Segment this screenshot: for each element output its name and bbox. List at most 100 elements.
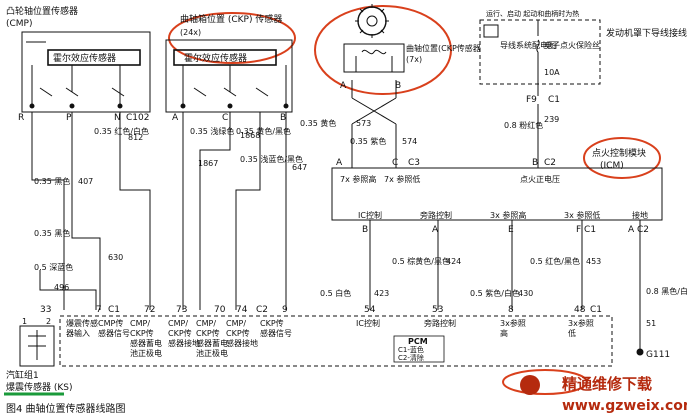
cmp-sensor-box [21, 31, 151, 113]
cmp-pin-n: N [114, 113, 121, 123]
pcm-function-label: 3x参照高 [500, 318, 526, 338]
ckp24-pin-a: A [172, 113, 179, 123]
ground-g111-icon [636, 348, 644, 356]
pcm-pin: 8 [508, 305, 514, 315]
bottom-highlight-ellipse [502, 369, 588, 395]
pcm-pin: 72 [144, 305, 155, 315]
wire-circuit: 630 [108, 253, 123, 262]
watermark-logo-icon [520, 375, 540, 395]
pcm-function-label: CMP/CKP传感器蓄电池正极电 [196, 319, 228, 358]
ckp7-pin-b: B [395, 81, 401, 91]
ckp24-pin-b: B [280, 113, 286, 123]
pcm-function-label: CMP/CKP传感器蓄电池正极电 [130, 319, 162, 358]
wire-circuit: 453 [586, 257, 601, 266]
fuse-icon [536, 39, 540, 53]
knock-sensor-icon [28, 330, 46, 360]
icm-bpin-f-c1: F C1 [576, 225, 596, 235]
pcm-labels: 爆震传感器输入CMP传感器信号CMP/CKP传感器蓄电池正极电CMP/CKP传感… [66, 318, 594, 358]
wire-label: 0.35 黄色/黑色 [236, 126, 291, 136]
wire-label: 0.5 深蓝色 [34, 262, 73, 272]
icm-bpin-a-c2: A C2 [628, 225, 649, 235]
twisted-pair [351, 97, 397, 125]
pcm-function-label: 旁路控制 [424, 318, 456, 328]
ckp24-title: 曲轴箱位置 (CKP) 传感器 [180, 13, 282, 25]
cmp-hall-label: 霍尔效应传感器 [53, 52, 116, 64]
watermark-cn: 精通维修下载 [562, 375, 652, 393]
wire-circuit: 239 [544, 115, 559, 124]
wire-circuit: 424 [446, 257, 461, 266]
fuse-box [479, 19, 601, 85]
icm-label-3x-low: 3x 参照低 [564, 210, 600, 220]
wire-circuit: 1867 [198, 159, 218, 168]
pcm-box [59, 315, 613, 367]
fuse-pin-f9: F9 [526, 95, 537, 105]
icm-pin-c3: C3 [408, 158, 420, 168]
watermark-url: www.gzweix.com [562, 398, 687, 414]
cmp-hall-box [47, 49, 141, 66]
wire-label: 0.35 黑色 [34, 228, 70, 238]
ckp7-pin-a: A [340, 81, 347, 91]
pcm-pin: 48 [574, 305, 586, 315]
wire-label: 0.35 黑色 [34, 176, 70, 186]
icm-pin-c: C [392, 158, 398, 168]
wire-label: 0.5 紫色/白色 [470, 288, 520, 298]
fuse-pin-c1: C1 [548, 95, 560, 105]
gear-icon [355, 4, 389, 38]
icm-label-3x-high: 3x 参照高 [490, 210, 526, 220]
wire-label: 0.35 紫色 [350, 136, 386, 146]
fuse-label: 电子点火保险丝 [544, 40, 600, 50]
pcm-legend-c1: C1-蓝色 [398, 345, 424, 354]
fuse-box-name: 发动机罩下导线接线盒 [606, 27, 687, 39]
fuse-rating: 10A [544, 68, 560, 77]
cmp-pin-p: P [66, 113, 72, 123]
pcm-pin: 54 [364, 305, 376, 315]
icm-bpin-b: B [362, 225, 368, 235]
wire-label: 0.5 红色/黑色 [530, 256, 580, 266]
wire-circuit: 647 [292, 163, 307, 172]
pcm-pin: 33 [40, 305, 51, 315]
ks-pin-1: 1 [22, 317, 27, 326]
ckp24-sensor-box [165, 39, 293, 113]
ckp7-sensor-box [343, 43, 405, 73]
icm-label-ign-voltage: 点火正电压 [520, 174, 560, 184]
pcm-box-title: PCM [408, 337, 428, 346]
wire-circuit: 1868 [240, 131, 260, 140]
fuse-hot-note: 运行、启动 起动和曲柄时为热 [486, 9, 579, 18]
ckp24-hall-label: 霍尔效应传感器 [184, 52, 247, 64]
icm-module-box [331, 167, 663, 221]
pcm-pin: C1 [590, 305, 602, 315]
wire-circuit: 430 [518, 289, 533, 298]
cmp-connector: C102 [126, 113, 149, 123]
pcm-pin: C1 [108, 305, 120, 315]
icm-pin-b: B [532, 158, 538, 168]
wire-circuit: 812 [128, 133, 143, 142]
wire-label: 0.35 浅绿色 [190, 126, 234, 136]
ks-pin-2: 2 [46, 317, 51, 326]
pcm-function-label: CMP/CKP传感器接地 [168, 319, 200, 348]
wire-circuit: 574 [402, 137, 417, 146]
ground-label: G111 [646, 350, 670, 360]
fuse-ref-text: 导线系统配电图 [500, 40, 556, 50]
wire-label: 0.35 红色/白色 [94, 126, 149, 136]
wires [31, 104, 641, 352]
wire-label: 0.8 粉红色 [504, 120, 543, 130]
wire-label: 0.35 浅蓝色/黑色 [240, 154, 303, 164]
icm-highlight-ellipse [583, 137, 661, 179]
ks-title: 爆震传感器 (KS) [6, 381, 73, 393]
icm-bpin-e: E [508, 225, 514, 235]
pcm-pin: 53 [432, 305, 443, 315]
wire-circuit: 573 [356, 119, 371, 128]
ckp24-pin-c: C [222, 113, 228, 123]
wire-circuit: 496 [54, 283, 69, 292]
ckp24-highlight-ellipse [168, 12, 296, 64]
knock-sensor-box [19, 325, 55, 367]
icm-label-7x-high: 7x 参照高 [340, 174, 376, 184]
icm-label-ic: IC控制 [358, 210, 382, 220]
pcm-pin: 70 [214, 305, 226, 315]
wire-label: 0.35 黄色 [300, 118, 336, 128]
icm-title: 点火控制模块 [592, 147, 646, 159]
cmp-abbr: (CMP) [6, 19, 33, 29]
icm-label-ground: 接地 [632, 210, 648, 220]
